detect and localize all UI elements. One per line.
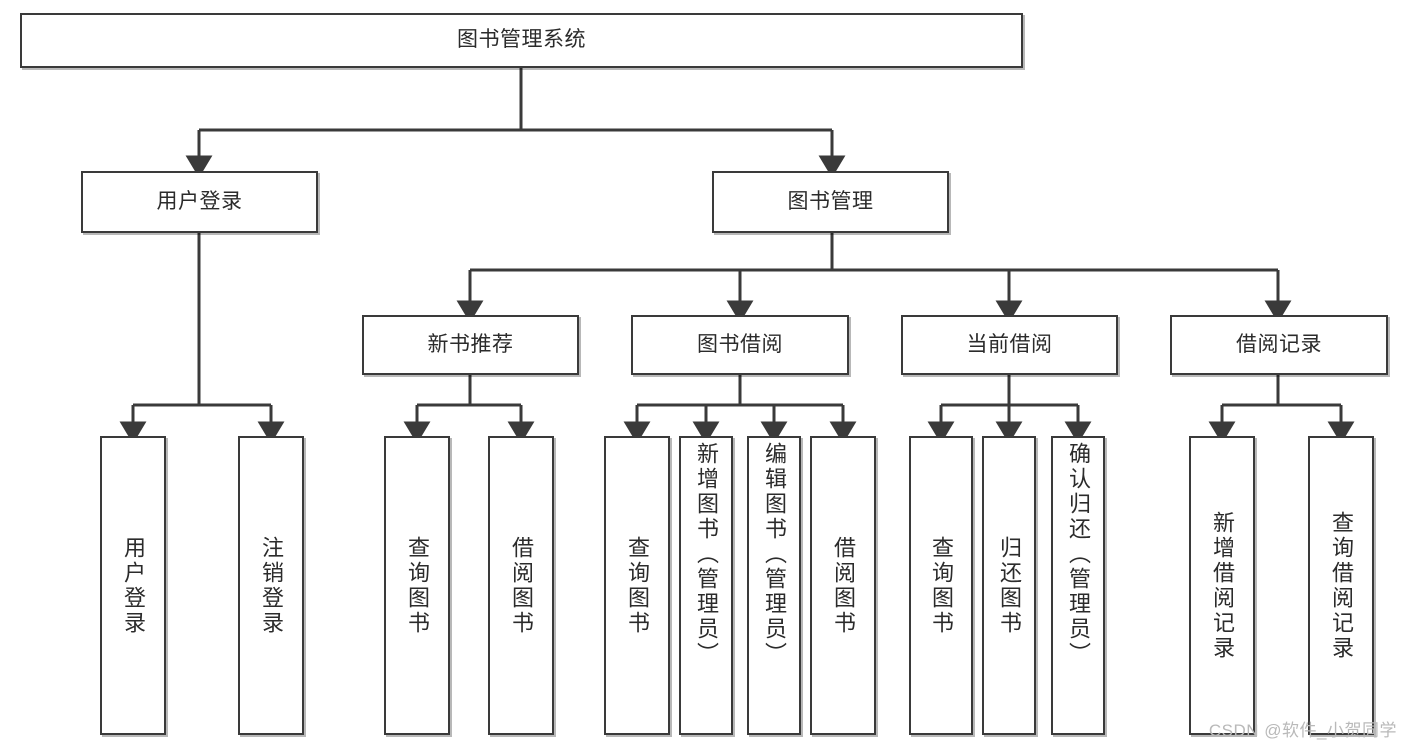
node-leaf-query-record[interactable]: 查询借阅记录 — [1308, 436, 1374, 735]
node-leaf-query-book-3[interactable]: 查询图书 — [909, 436, 973, 735]
node-leaf-return-book[interactable]: 归还图书 — [982, 436, 1036, 735]
node-leaf-user-login[interactable]: 用户登录 — [100, 436, 166, 735]
node-root-label: 图书管理系统 — [457, 28, 586, 52]
watermark-text: CSDN @软件_小贺同学 — [1208, 721, 1397, 740]
node-leaf-add-record[interactable]: 新增借阅记录 — [1189, 436, 1255, 735]
node-book-manage[interactable]: 图书管理 — [712, 171, 949, 233]
node-leaf-edit-book-label: 编辑图书（管理员） — [762, 442, 787, 667]
node-book-manage-label: 图书管理 — [787, 189, 874, 213]
node-leaf-query-book-1[interactable]: 查询图书 — [384, 436, 450, 735]
node-leaf-confirm-return[interactable]: 确认归还（管理员） — [1051, 436, 1105, 735]
node-book-borrow[interactable]: 图书借阅 — [631, 315, 849, 375]
node-leaf-borrow-book-1[interactable]: 借阅图书 — [488, 436, 554, 735]
node-leaf-logout[interactable]: 注销登录 — [238, 436, 304, 735]
node-leaf-edit-book[interactable]: 编辑图书（管理员） — [747, 436, 801, 735]
node-leaf-borrow-book-1-label: 借阅图书 — [509, 535, 534, 636]
node-user-login-label: 用户登录 — [156, 189, 243, 213]
node-leaf-borrow-book-2-label: 借阅图书 — [831, 535, 856, 636]
node-leaf-query-book-2[interactable]: 查询图书 — [604, 436, 670, 735]
node-leaf-logout-label: 注销登录 — [259, 535, 284, 636]
node-leaf-add-record-label: 新增借阅记录 — [1210, 510, 1235, 661]
node-leaf-query-book-1-label: 查询图书 — [405, 535, 430, 636]
node-leaf-query-book-2-label: 查询图书 — [625, 535, 650, 636]
node-book-borrow-label: 图书借阅 — [697, 332, 783, 356]
node-leaf-borrow-book-2[interactable]: 借阅图书 — [810, 436, 876, 735]
node-leaf-return-book-label: 归还图书 — [997, 535, 1022, 636]
node-leaf-query-record-label: 查询借阅记录 — [1329, 510, 1354, 661]
node-leaf-confirm-return-label: 确认归还（管理员） — [1066, 442, 1091, 667]
node-leaf-add-book[interactable]: 新增图书（管理员） — [679, 436, 733, 735]
node-current-borrow-label: 当前借阅 — [966, 332, 1053, 356]
node-leaf-add-book-label: 新增图书（管理员） — [694, 442, 719, 667]
node-new-book-recommend[interactable]: 新书推荐 — [362, 315, 579, 375]
node-current-borrow[interactable]: 当前借阅 — [901, 315, 1118, 375]
node-user-login[interactable]: 用户登录 — [81, 171, 318, 233]
node-new-book-recommend-label: 新书推荐 — [427, 332, 514, 356]
node-leaf-user-login-label: 用户登录 — [121, 535, 146, 636]
node-leaf-query-book-3-label: 查询图书 — [929, 535, 954, 636]
node-root[interactable]: 图书管理系统 — [20, 13, 1023, 68]
node-borrow-record-label: 借阅记录 — [1236, 332, 1322, 356]
node-borrow-record[interactable]: 借阅记录 — [1170, 315, 1388, 375]
